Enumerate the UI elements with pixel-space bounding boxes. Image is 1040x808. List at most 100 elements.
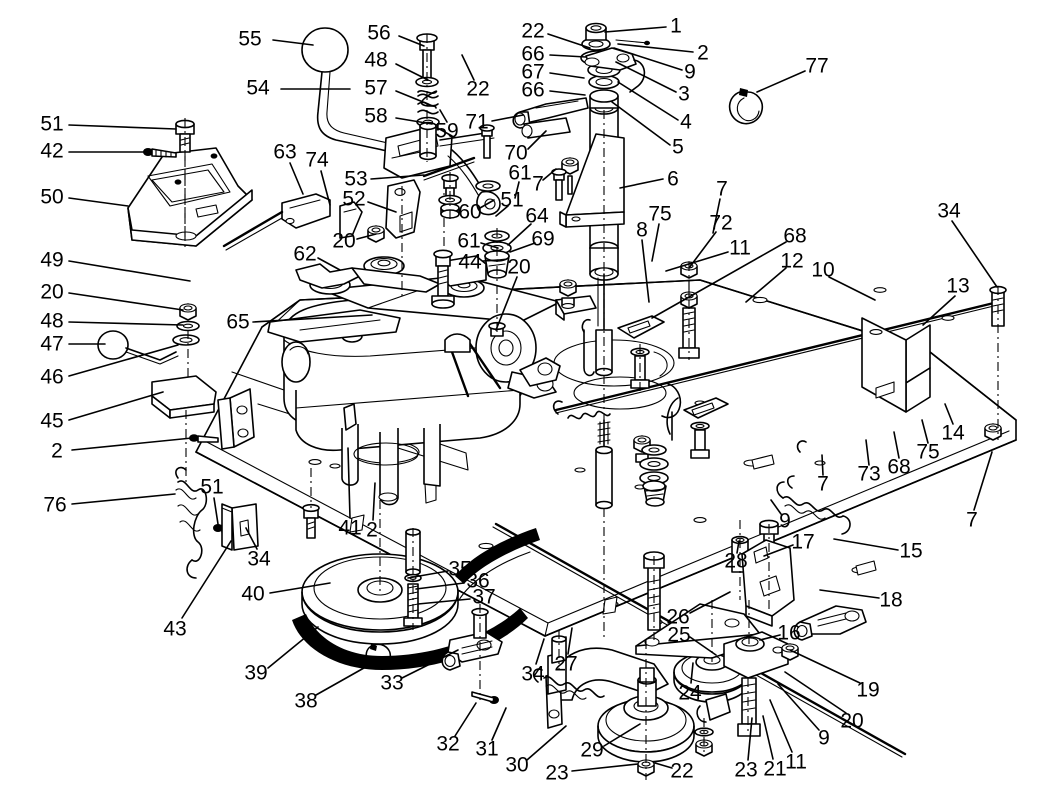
leader-line-17 (763, 544, 794, 557)
callout-number-45: 45 (40, 409, 64, 433)
leader-line-20 (356, 233, 377, 240)
leader-line-2 (372, 482, 376, 521)
leader-line-69 (509, 242, 536, 253)
callout-number-28: 28 (724, 549, 748, 573)
callout-number-24: 24 (678, 681, 702, 705)
callout-number-12: 12 (780, 249, 804, 273)
leader-line-21 (762, 715, 774, 760)
callout-number-68: 68 (783, 224, 807, 248)
callout-number-68: 68 (887, 455, 911, 479)
callout-number-22: 22 (521, 19, 545, 43)
leader-line-38 (315, 663, 372, 696)
callout-number-53: 53 (344, 167, 368, 191)
leader-line-41 (347, 447, 351, 519)
callout-number-8: 8 (636, 218, 648, 242)
leader-line-40 (269, 582, 331, 594)
leader-line-22 (654, 762, 673, 769)
leader-line-61 (480, 242, 499, 249)
callout-number-66: 66 (521, 78, 545, 102)
leader-line-32 (454, 702, 477, 737)
leader-line-20 (68, 292, 184, 311)
leader-line-11 (665, 251, 729, 272)
leader-line-33 (401, 649, 459, 679)
callout-number-48: 48 (364, 48, 388, 72)
leader-line-71 (491, 114, 524, 122)
leader-line-30 (526, 725, 567, 761)
leader-line-9 (777, 683, 820, 731)
callout-number-31: 31 (475, 737, 499, 761)
leader-line-23 (571, 763, 639, 772)
leader-line-4 (617, 81, 679, 121)
callout-number-51: 51 (200, 475, 224, 499)
leader-line-13 (922, 295, 956, 326)
leader-line-31 (491, 707, 507, 741)
callout-number-14: 14 (941, 421, 965, 445)
callout-number-9: 9 (779, 509, 791, 533)
callout-number-34: 34 (521, 662, 545, 686)
callout-number-47: 47 (40, 332, 64, 356)
leader-line-29 (603, 723, 641, 747)
callout-number-41: 41 (338, 516, 362, 540)
callout-number-9: 9 (818, 726, 830, 750)
callout-number-1: 1 (670, 14, 682, 38)
leader-line-28 (736, 540, 740, 554)
callout-number-50: 50 (40, 185, 64, 209)
leader-line-74 (320, 170, 331, 206)
leader-line-57 (395, 90, 429, 105)
leader-line-76 (71, 493, 176, 505)
callout-number-4: 4 (680, 110, 692, 134)
callout-number-63: 63 (273, 140, 297, 164)
leader-line-27 (567, 627, 573, 655)
callout-number-75: 75 (648, 202, 672, 226)
leader-line-20 (784, 671, 847, 714)
leader-line-6 (619, 178, 664, 189)
leader-line-64 (507, 223, 532, 246)
leader-line-52 (367, 201, 397, 213)
callout-number-71: 71 (465, 110, 489, 134)
leader-line-16 (759, 634, 781, 641)
leader-line-48 (395, 63, 429, 81)
callout-number-51: 51 (40, 112, 64, 136)
callout-number-37: 37 (472, 585, 496, 609)
leader-line-50 (68, 197, 129, 207)
leader-line-20 (495, 276, 518, 331)
leader-line-19 (789, 649, 861, 684)
callout-number-7: 7 (966, 508, 978, 532)
leader-line-34 (951, 220, 998, 288)
leader-line-51 (495, 205, 509, 217)
leader-line-5 (611, 101, 671, 146)
callout-number-5: 5 (672, 135, 684, 159)
callout-number-35: 35 (448, 557, 472, 581)
callout-number-15: 15 (899, 539, 923, 563)
leader-line-61 (514, 181, 520, 199)
callout-number-76: 76 (43, 493, 67, 517)
callout-number-39: 39 (244, 661, 268, 685)
leader-line-66 (549, 54, 587, 58)
callout-number-22: 22 (670, 759, 694, 783)
callout-number-6: 6 (667, 167, 679, 191)
leader-line-55 (272, 39, 314, 46)
leader-line-7 (712, 198, 721, 234)
leader-line-8 (641, 239, 650, 303)
leader-line-53 (370, 174, 425, 180)
leader-line-60 (479, 199, 495, 209)
callout-number-20: 20 (507, 255, 531, 279)
callout-number-13: 13 (946, 274, 970, 298)
leader-line-51 (68, 124, 177, 130)
callout-number-64: 64 (525, 204, 549, 228)
callout-number-19: 19 (856, 678, 880, 702)
callout-number-21: 21 (763, 757, 787, 781)
callout-number-54: 54 (246, 76, 270, 100)
callout-number-66: 66 (521, 42, 545, 66)
leader-line-24 (690, 662, 694, 684)
callout-number-9: 9 (684, 60, 696, 84)
leader-line-3 (615, 61, 677, 93)
callout-number-20: 20 (840, 709, 864, 733)
leader-line-44 (482, 259, 499, 262)
leader-line-18 (819, 589, 880, 599)
callout-number-26: 26 (666, 605, 690, 629)
callout-number-77: 77 (805, 54, 829, 78)
leader-line-75 (651, 223, 660, 262)
leader-line-49 (68, 260, 191, 282)
